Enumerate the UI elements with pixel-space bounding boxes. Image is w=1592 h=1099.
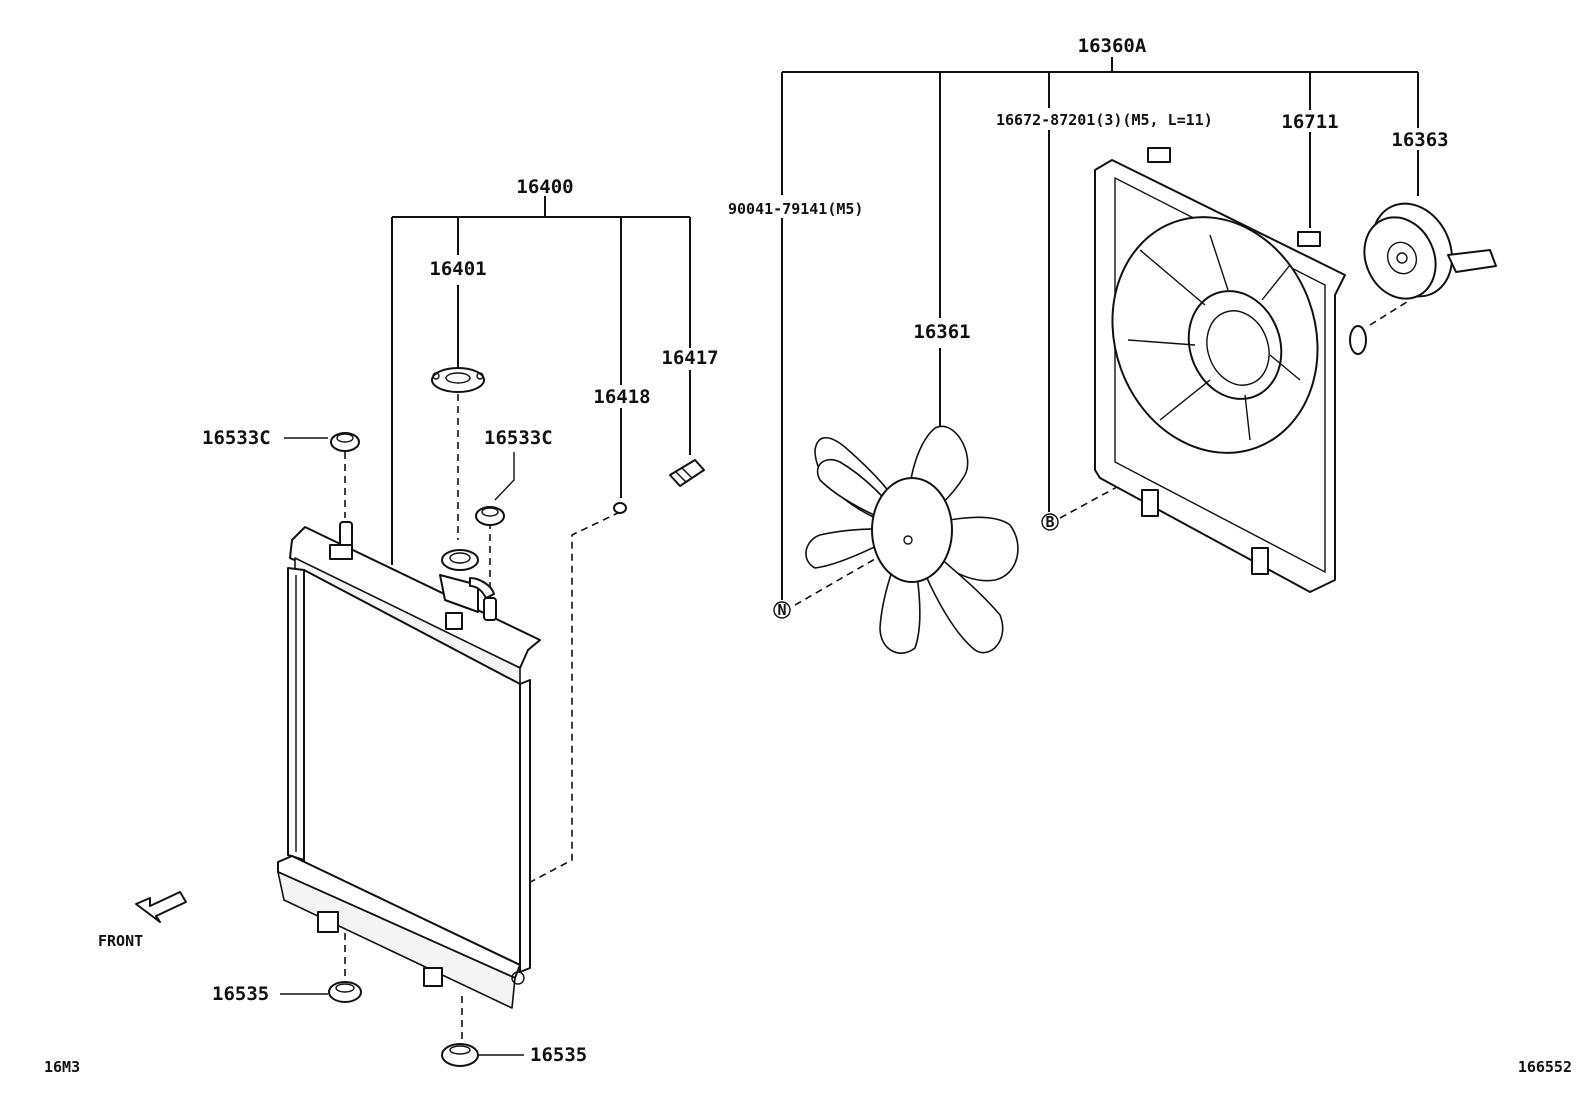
- callout-16533c-left: 16533C: [202, 427, 271, 449]
- cooling-fan: [805, 425, 1019, 654]
- svg-text:B: B: [1045, 513, 1054, 531]
- fan-motor: [1363, 202, 1497, 300]
- callout-16363: 16363: [1391, 129, 1448, 151]
- callout-16535-right: 16535: [530, 1044, 587, 1066]
- page-code: 16M3: [44, 1058, 80, 1076]
- callout-16417: 16417: [661, 347, 718, 369]
- callout-16401: 16401: [429, 258, 486, 280]
- cushion-bottom-left: [328, 981, 362, 1003]
- callout-labels: 16360A 16672-87201(3)(M5, L=11) 16711 16…: [44, 35, 1572, 1076]
- drain-plug-16417: [669, 459, 705, 487]
- front-label: FRONT: [98, 932, 143, 950]
- callout-16360a: 16360A: [1078, 35, 1147, 57]
- cushion-top-right: [475, 506, 505, 526]
- callout-16400: 16400: [516, 176, 573, 198]
- svg-text:N: N: [777, 601, 786, 619]
- figure-number: 166552: [1518, 1058, 1572, 1076]
- leader-lines: [280, 57, 1419, 1056]
- radiator: [277, 521, 541, 1009]
- callout-16535-left: 16535: [212, 983, 269, 1005]
- marker-n: N: [773, 601, 791, 619]
- fan-shroud: [1094, 147, 1367, 593]
- cushion-top-left: [330, 432, 360, 452]
- callout-16711: 16711: [1281, 111, 1338, 133]
- marker-b: B: [1041, 513, 1059, 531]
- callout-16533c-right: 16533C: [484, 427, 553, 449]
- callout-90041: 90041-79141(M5): [728, 200, 863, 218]
- cushion-bottom-right: [441, 1043, 479, 1067]
- callout-16418: 16418: [593, 386, 650, 408]
- callout-16672: 16672-87201(3)(M5, L=11): [996, 111, 1213, 129]
- front-arrow-icon: [135, 891, 187, 923]
- gasket-16418: [613, 502, 627, 514]
- callout-16361: 16361: [913, 321, 970, 343]
- radiator-cap: [431, 367, 485, 393]
